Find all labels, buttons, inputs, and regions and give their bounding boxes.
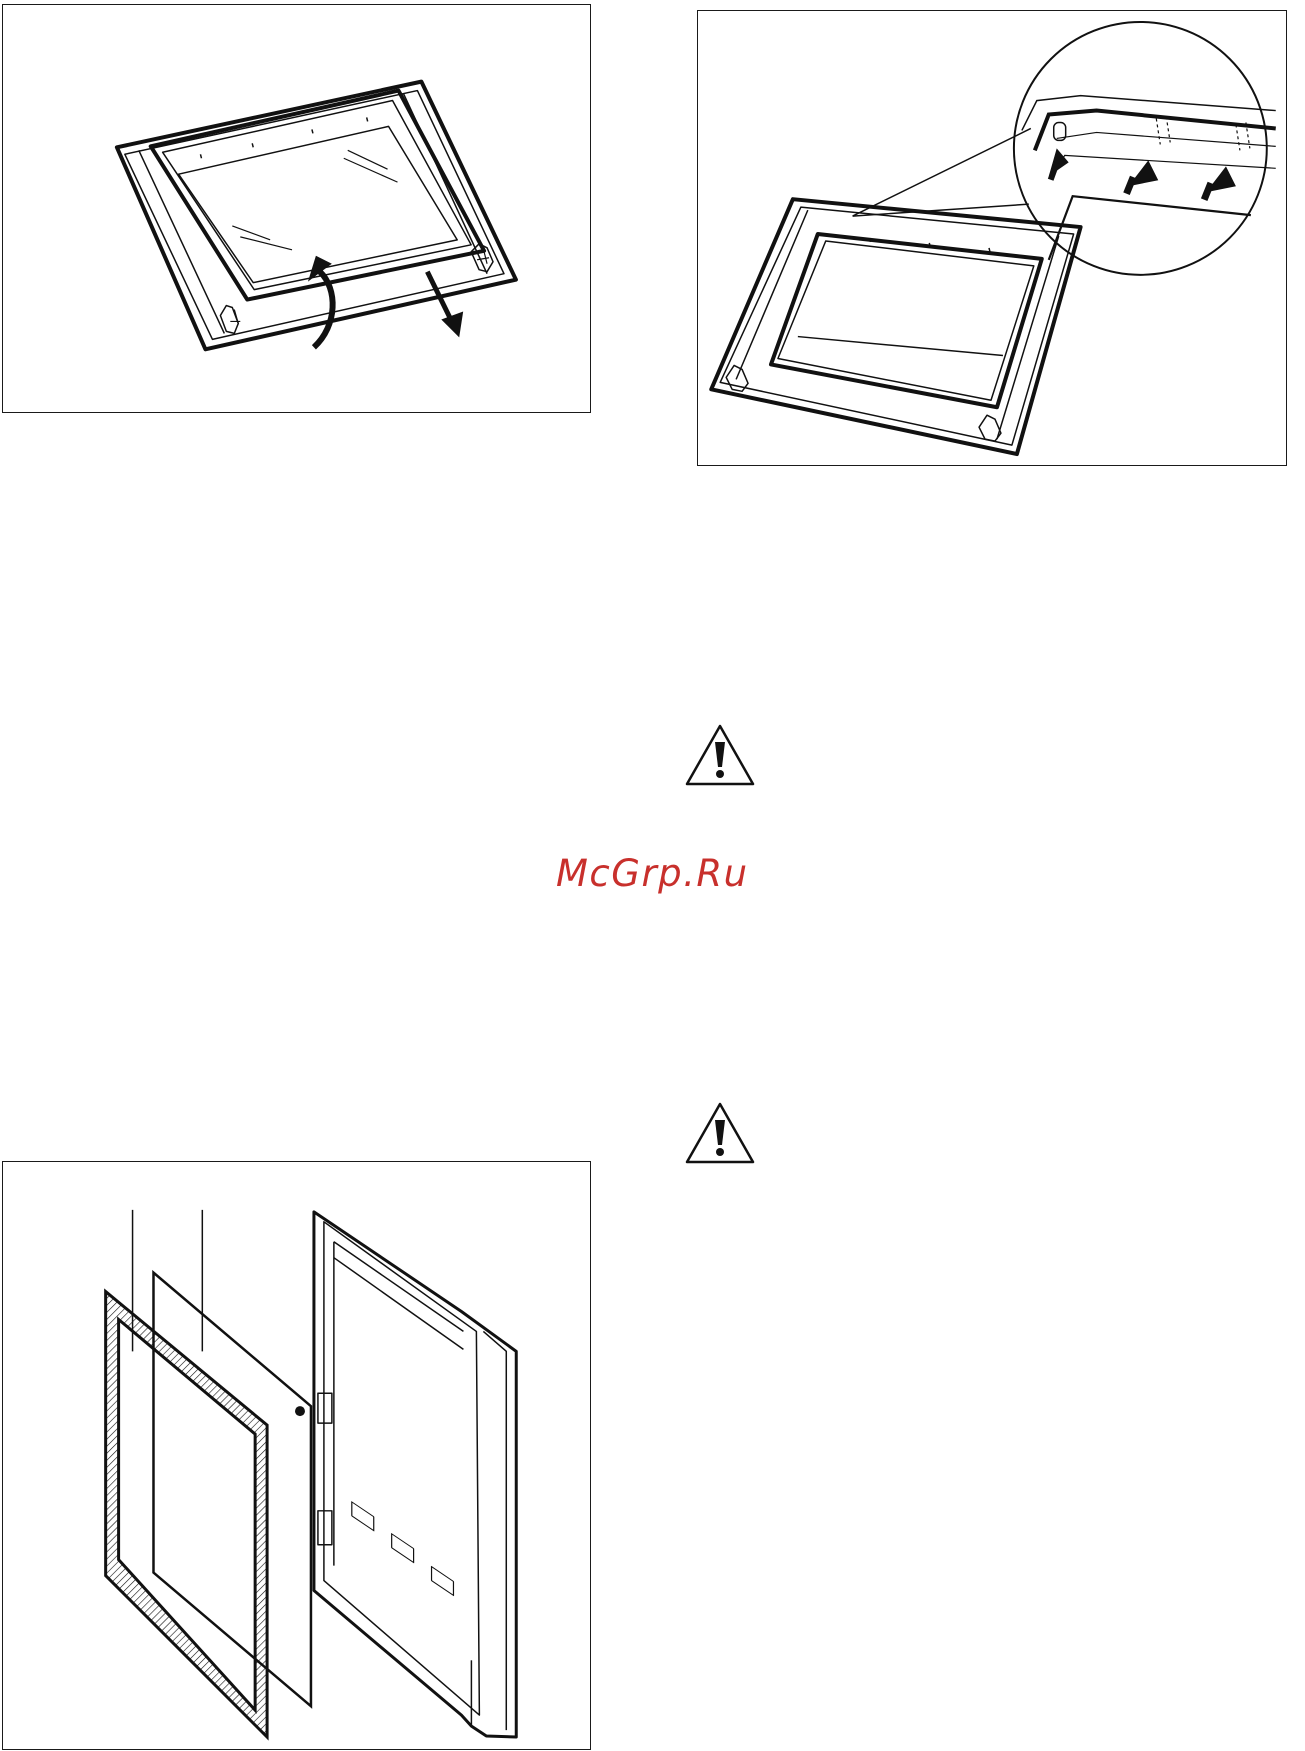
figure-glass-clip-detail <box>697 10 1287 466</box>
oven-door-detail-illustration <box>698 11 1286 465</box>
oven-door-illustration <box>3 5 590 412</box>
figure-door-glass-panels-exploded <box>2 1161 591 1750</box>
oven-door-exploded-illustration <box>3 1162 590 1749</box>
figure-door-glass-removal <box>2 4 591 413</box>
warning-triangle-icon <box>684 1100 756 1166</box>
warning-triangle-icon <box>684 722 756 788</box>
watermark: McGrp.Ru <box>556 852 749 895</box>
